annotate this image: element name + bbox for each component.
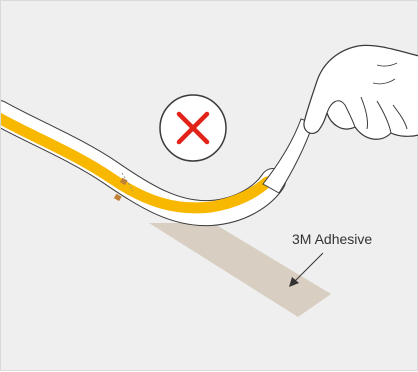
incorrect-indicator	[159, 94, 227, 162]
led-strip-light	[1, 112, 273, 214]
cross-icon	[176, 111, 210, 145]
adhesive-label: 3M Adhesive	[292, 231, 372, 247]
annotation-arrow	[289, 252, 324, 287]
cut-mark-solder-pads	[113, 172, 134, 202]
hand-outline	[303, 44, 418, 140]
adhesive-tape	[149, 223, 331, 317]
